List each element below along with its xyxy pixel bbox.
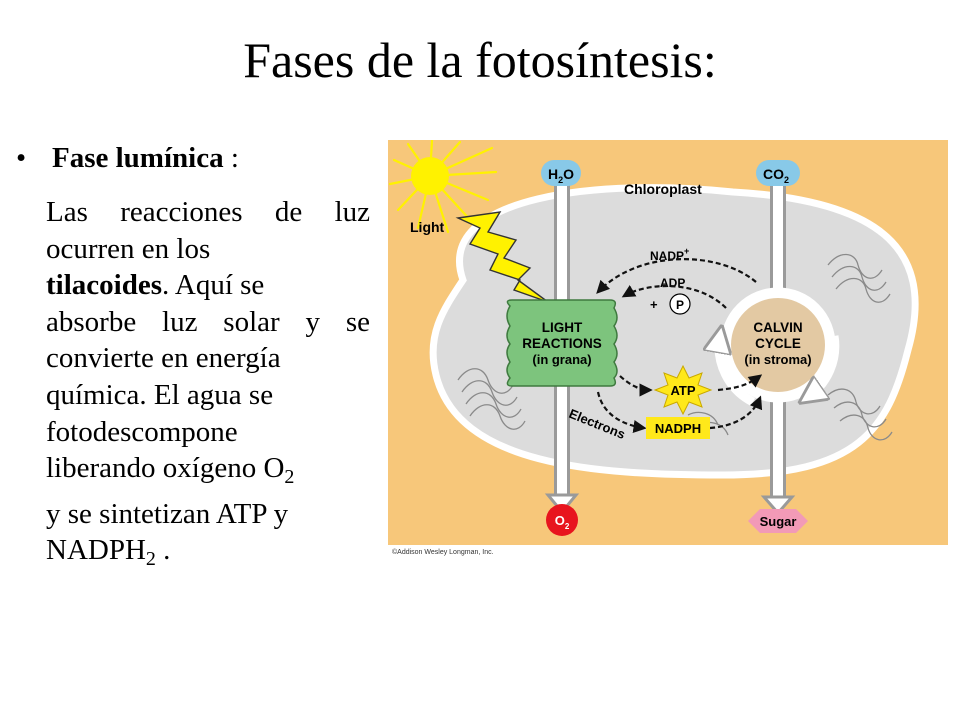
co2-main: CO — [763, 166, 784, 182]
nadp-plus-label: NADP+ — [650, 246, 689, 263]
light-reactions-box: LIGHT REACTIONS (in grana) — [506, 299, 618, 387]
body-line: Las reacciones de luz — [46, 196, 370, 228]
body-line-text: NADPH — [46, 534, 146, 567]
body-line: ocurren en los — [46, 232, 211, 265]
bullet-heading: Fase lumínica — [52, 142, 224, 174]
slide-title: Fases de la fotosíntesis: — [243, 32, 717, 88]
bullet-point: • Fase lumínica : — [10, 140, 375, 176]
bullet-heading-line: • Fase lumínica : — [10, 140, 375, 176]
h2o-sub: 2 — [558, 175, 563, 185]
subscript: 2 — [145, 548, 156, 571]
light-label: Light — [410, 219, 445, 235]
bullet-separator: : — [230, 142, 239, 174]
h2o-label: H2O — [541, 160, 581, 186]
arrow-light-to-atp — [619, 375, 653, 397]
light-reactions-line2: REACTIONS — [522, 336, 602, 351]
body-paragraph: Las reacciones de luz ocurren en los til… — [46, 194, 370, 578]
arrow-atp-to-calvin — [717, 374, 763, 392]
atp-label: ATP — [670, 383, 695, 398]
calvin-line3: (in stroma) — [744, 352, 811, 367]
sugar-text: Sugar — [760, 514, 797, 529]
body-line: NADPH2 . — [46, 532, 370, 578]
svg-text:CO2: CO2 — [763, 166, 789, 185]
co2-sub: 2 — [784, 175, 789, 185]
body-line-rest: . Aquí se — [162, 269, 265, 302]
body-keyword: tilacoides — [46, 269, 162, 302]
photosynthesis-diagram: H2O CO2 Chloroplast Light LIGHT REACTION… — [388, 140, 948, 560]
arrow-adp-to-light — [621, 284, 727, 309]
chloroplast-envelope — [429, 184, 919, 479]
co2-label: CO2 — [756, 160, 800, 186]
atp-burst: ATP — [653, 364, 713, 416]
subscript: 2 — [284, 466, 295, 489]
nadph-box: NADPH — [646, 417, 710, 439]
light-reactions-line1: LIGHT — [542, 320, 583, 335]
arrow-nadph-to-calvin — [709, 395, 763, 430]
body-line: química. El agua se — [46, 378, 274, 411]
body-line: liberando oxígeno O2 — [46, 450, 370, 496]
svg-text:H2O: H2O — [548, 166, 574, 185]
h2o-main: H — [548, 166, 558, 182]
phosphate-circle: P — [669, 293, 691, 315]
arrow-light-to-nadph — [596, 391, 647, 434]
nadph-label: NADPH — [655, 421, 701, 436]
h2o-end: O — [563, 166, 574, 182]
svg-text:O2: O2 — [555, 513, 570, 531]
sugar-label: Sugar — [748, 509, 808, 533]
body-line-text: liberando oxígeno O — [46, 452, 285, 485]
body-line: tilacoides. Aquí se — [46, 267, 370, 304]
calvin-cycle: CALVIN CYCLE (in stroma) — [719, 287, 840, 407]
copyright-text: ©Addison Wesley Longman, Inc. — [392, 548, 494, 556]
body-line: fotodescompone — [46, 415, 238, 448]
o2-sub: 2 — [565, 522, 570, 531]
bullet-marker: • — [16, 142, 27, 174]
chloroplast-label: Chloroplast — [624, 181, 702, 197]
adp-plus-sign: + — [650, 297, 658, 312]
o2-label: O2 — [546, 504, 578, 536]
calvin-line1: CALVIN — [753, 320, 802, 335]
calvin-line2: CYCLE — [755, 336, 801, 351]
arrow-nadp-to-light — [596, 258, 757, 294]
sun-icon — [388, 140, 498, 234]
body-line-end: . — [155, 534, 171, 567]
body-line: convierte en energía — [46, 342, 281, 375]
light-reactions-line3: (in grana) — [532, 352, 591, 367]
phosphate-label: P — [676, 298, 684, 312]
body-line: absorbe luz solar y se — [46, 305, 370, 338]
body-line: y se sintetizan ATP y — [46, 497, 289, 530]
o2-main: O — [555, 513, 565, 528]
